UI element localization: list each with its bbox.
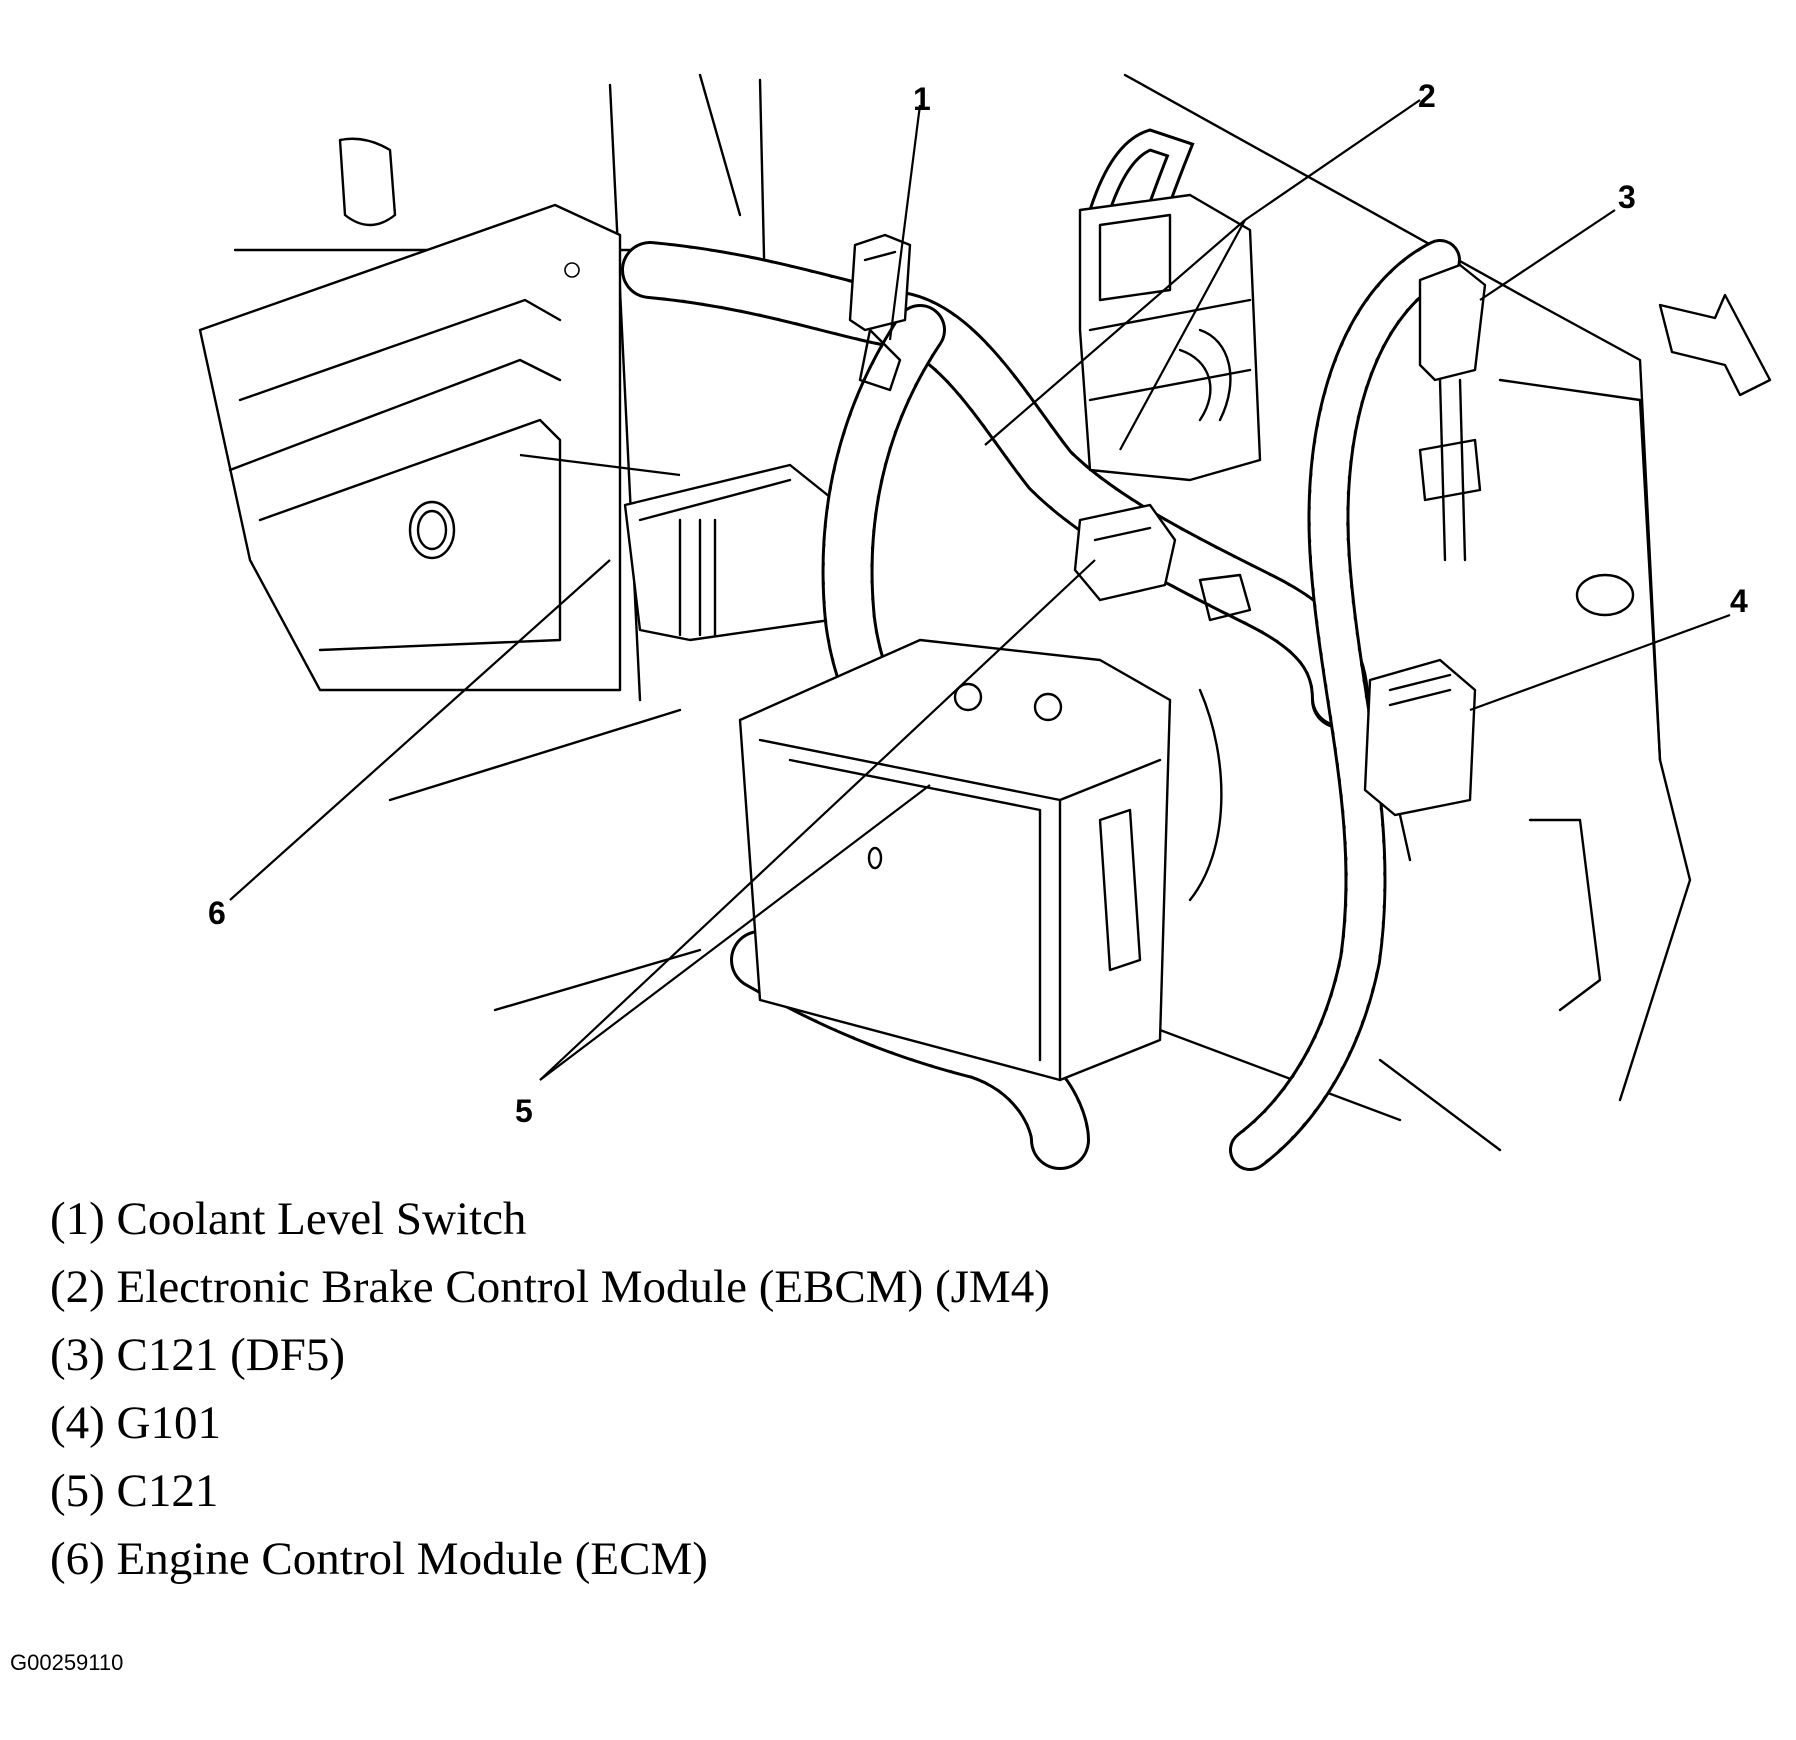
abs-modulator-block <box>738 638 1223 1082</box>
legend-item-coolant-level-switch: (1) Coolant Level Switch <box>50 1193 527 1245</box>
legend-item-g101: (4) G101 <box>50 1397 221 1449</box>
legend-item-c121-df5: (3) C121 (DF5) <box>50 1329 346 1381</box>
callout-2: 2 <box>1418 78 1436 114</box>
callout-1: 1 <box>913 81 931 117</box>
ecm-connector <box>623 463 842 642</box>
legend-item-ecm: (6) Engine Control Module (ECM) <box>50 1533 708 1585</box>
component-locator-diagram: 1 2 3 4 5 6 <box>198 73 1772 1171</box>
callout-leader-lines <box>229 99 1731 1081</box>
g101-ground <box>1363 658 1477 862</box>
callout-3: 3 <box>1618 179 1636 215</box>
component-legend: (1) Coolant Level Switch (2) Electronic … <box>50 1185 1050 1593</box>
callout-6: 6 <box>208 895 226 931</box>
forward-arrow-icon <box>1658 293 1772 397</box>
c121-df5-connector <box>1418 263 1487 562</box>
vehicle-body-panel <box>1498 378 1662 1012</box>
ecm-housing <box>198 137 622 692</box>
ebcm-module <box>1078 193 1262 482</box>
callout-4: 4 <box>1730 583 1748 619</box>
c121-connector <box>1073 503 1252 622</box>
callout-5: 5 <box>515 1093 533 1129</box>
figure-id: G00259110 <box>10 1650 124 1675</box>
legend-item-ebcm: (2) Electronic Brake Control Module (EBC… <box>50 1261 1050 1313</box>
legend-item-c121: (5) C121 <box>50 1465 219 1517</box>
